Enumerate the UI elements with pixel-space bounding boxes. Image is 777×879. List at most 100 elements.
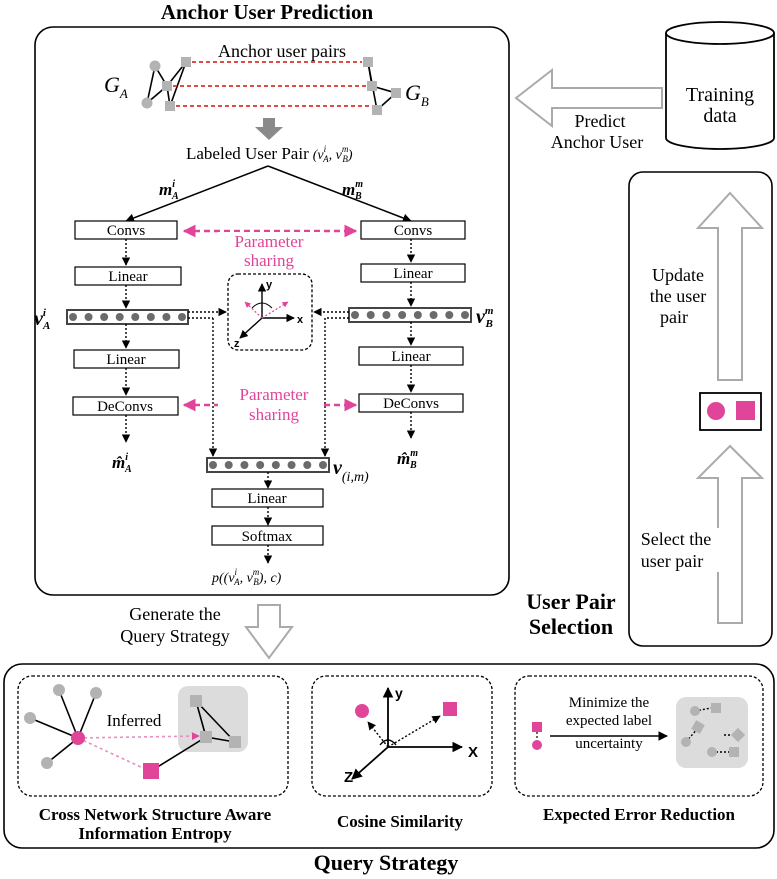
graph-gb-nodes: [363, 57, 401, 115]
vector-dot: [413, 311, 422, 319]
vector-dot: [398, 311, 407, 319]
error-reduction-panel: [514, 675, 764, 797]
select-label-bg: [630, 528, 722, 572]
vector-dot: [69, 313, 77, 321]
graph-ga-nodes: [141, 57, 191, 111]
svg-text:Convs: Convs: [394, 223, 433, 239]
vector-dot: [382, 311, 391, 319]
vector-dot: [178, 313, 186, 321]
param-sharing-label-1b: sharing: [244, 251, 295, 270]
svg-text:Linear: Linear: [106, 352, 145, 368]
svg-text:DeConvs: DeConvs: [383, 396, 439, 412]
generate-arrow: [244, 604, 294, 660]
user-pair-selection-title-2: Selection: [529, 614, 613, 639]
bottom-linear-box: Linear: [211, 488, 324, 508]
vector-dot: [162, 313, 171, 321]
param-sharing-label-1a: Parameter: [235, 232, 304, 251]
dotted-flow-arrows: [121, 239, 416, 564]
left-linear-box-1: Linear: [74, 266, 182, 286]
update-label-2: the user: [650, 286, 706, 306]
left-deconvs-box: DeConvs: [72, 396, 179, 416]
cosine-axis-z: Z: [344, 769, 353, 786]
svg-text:x: x: [297, 314, 304, 326]
cosine-square-node: [443, 702, 457, 716]
error-reduction-pink-pair: [532, 722, 542, 750]
entropy-panel: [17, 675, 289, 797]
svg-text:z: z: [234, 338, 240, 350]
cosine-panel: [311, 675, 493, 797]
minimize-label-3: uncertainty: [575, 736, 643, 752]
error-reduction-caption: Expected Error Reduction: [543, 805, 736, 824]
svg-text:Softmax: Softmax: [242, 529, 293, 545]
anchor-pairs-label: Anchor user pairs: [218, 41, 346, 61]
ga-label: GA: [104, 72, 128, 101]
minimize-label-2: expected label: [566, 713, 652, 729]
minimize-label-1: Minimize the: [569, 695, 650, 711]
vector-dots: [69, 311, 469, 469]
right-linear-box-1: Linear: [360, 263, 466, 283]
svg-text:Linear: Linear: [391, 349, 430, 365]
left-convs-box: Convs: [74, 220, 178, 240]
param-sharing-label-2a: Parameter: [240, 385, 309, 404]
param-sharing-label-2b: sharing: [249, 405, 300, 424]
vector-dot: [271, 461, 280, 469]
query-strategy-panel: [3, 663, 775, 849]
vector-dot: [319, 461, 327, 469]
generate-label-1: Generate the: [129, 604, 220, 624]
vector-dot: [429, 311, 438, 319]
select-label-2: user pair: [641, 551, 703, 571]
update-label-bg: [636, 264, 716, 328]
training-data-cylinder: Training data: [665, 21, 775, 150]
svg-text:Training: Training: [686, 84, 754, 106]
vector-dot: [461, 311, 469, 319]
vector-dot: [209, 461, 217, 469]
predict-label-1: Predict: [575, 111, 626, 131]
cosine-axis-x: X: [468, 744, 478, 761]
vector-dot: [115, 313, 124, 321]
svg-text:DeConvs: DeConvs: [97, 399, 153, 415]
entropy-caption-2: Information Entropy: [78, 824, 232, 843]
query-strategy-title: Query Strategy: [314, 850, 459, 875]
inferred-label: Inferred: [107, 711, 162, 730]
vector-dot: [146, 313, 155, 321]
vector-dot: [351, 311, 359, 319]
update-label-1: Update: [652, 265, 704, 285]
update-label-3: pair: [660, 307, 688, 327]
entropy-graph-nodes: [24, 684, 241, 779]
anchor-links: [173, 61, 371, 107]
vector-v-a: [66, 309, 189, 325]
vector-dot: [287, 461, 296, 469]
user-pair-selection-panel: [628, 171, 773, 647]
branch-lines: [125, 165, 412, 223]
cosine-vectors: [367, 715, 441, 748]
vector-dot: [224, 461, 233, 469]
svg-text:data: data: [703, 105, 736, 127]
axis-box: y x z: [227, 273, 313, 351]
svg-text:Convs: Convs: [107, 223, 146, 239]
cosine-axes: [351, 686, 464, 780]
entropy-graph-pink-links: [77, 732, 200, 769]
vector-dot: [256, 461, 265, 469]
svg-text:y: y: [266, 279, 273, 291]
generate-label-2: Query Strategy: [120, 626, 229, 646]
vector-v-b: [348, 307, 472, 323]
vector-dot: [240, 461, 249, 469]
right-deconvs-box: DeConvs: [358, 393, 464, 413]
predict-label-2: Anchor User: [551, 132, 643, 152]
svg-text:Linear: Linear: [108, 269, 147, 285]
gb-label: GB: [405, 80, 429, 109]
update-arrow: [695, 191, 765, 381]
vector-dot: [366, 311, 375, 319]
vector-dot: [84, 313, 93, 321]
predict-arrow: [514, 67, 663, 129]
entropy-caption-1: Cross Network Structure Aware: [39, 805, 272, 824]
user-pair-selection-title-1: User Pair: [526, 589, 616, 614]
right-convs-box: Convs: [360, 220, 466, 240]
cosine-circle-node: [355, 704, 369, 718]
